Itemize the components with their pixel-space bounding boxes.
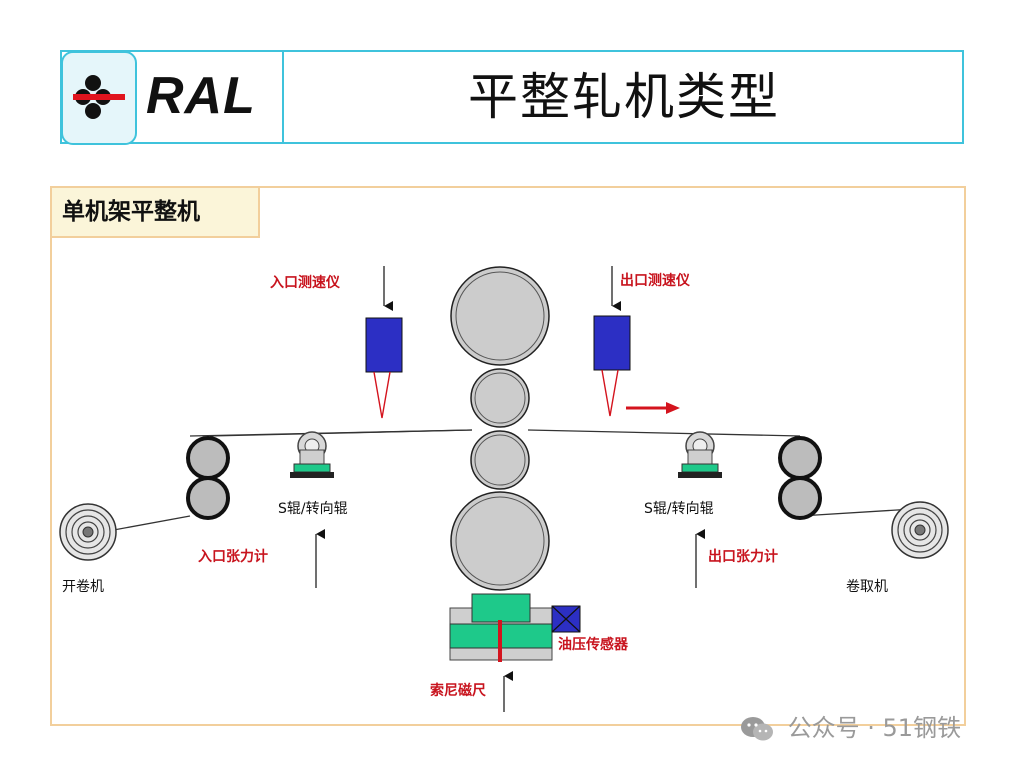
entry-tensiometer-device-icon: [290, 431, 334, 478]
s-roll-left-label: S辊/转向辊: [278, 501, 348, 517]
page-title: 平整轧机类型: [468, 68, 780, 126]
exit-tensiometer-label: 出口张力计: [708, 549, 778, 565]
entry-tensiometer-label: 入口张力计: [198, 549, 268, 565]
logo-text: RAL: [146, 67, 256, 125]
wechat-icon: [741, 717, 773, 741]
strip-direction-arrow-icon: [626, 402, 680, 414]
exit-speedometer-label: 出口测速仪: [620, 273, 690, 289]
coiler-coil-icon: [891, 501, 949, 559]
watermark-text: 公众号 · 51钢铁: [787, 714, 962, 742]
rolls-logo-icon: [73, 75, 125, 119]
left-s-rolls-icon: [186, 436, 230, 520]
exit-speedometer-icon: [593, 315, 631, 417]
hydraulic-cylinder-icon: [449, 593, 553, 662]
coiler-label: 卷取机: [846, 579, 888, 595]
mill-roll-stack-icon: [450, 266, 550, 591]
uncoiler-coil-icon: [59, 503, 117, 561]
s-roll-right-label: S辊/转向辊: [644, 501, 714, 517]
panel-title: 单机架平整机: [52, 188, 260, 238]
pointer-arrows: [315, 266, 705, 712]
logo-emblem: [61, 51, 137, 145]
sony-magnescale-label: 索尼磁尺: [430, 683, 486, 699]
oil-pressure-sensor-label: 油压传感器: [558, 637, 628, 653]
watermark: 公众号 · 51钢铁: [740, 708, 961, 748]
uncoiler-label: 开卷机: [62, 579, 104, 595]
header-bar: RAL 平整轧机类型: [60, 50, 964, 145]
header-divider: [282, 52, 284, 142]
entry-speedometer-icon: [365, 317, 403, 419]
oil-pressure-sensor-icon: [551, 605, 581, 633]
entry-speedometer-label: 入口测速仪: [270, 275, 340, 291]
right-s-rolls-icon: [778, 436, 822, 520]
exit-tensiometer-device-icon: [678, 431, 722, 478]
